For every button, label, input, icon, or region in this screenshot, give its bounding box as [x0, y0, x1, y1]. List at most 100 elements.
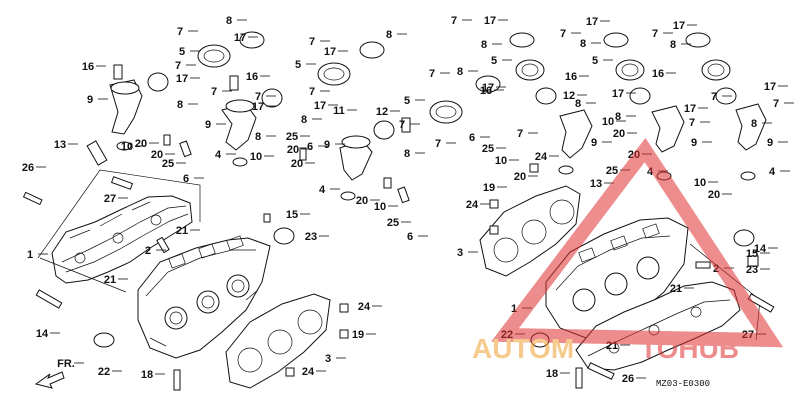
- diagram-code: MZ03-E0300: [656, 379, 710, 389]
- part-label: 1: [27, 249, 33, 261]
- part-label: 9: [691, 137, 697, 149]
- part-label: 5: [179, 46, 185, 58]
- front-direction-arrow: [34, 371, 65, 389]
- watermark-text-a: AUTOM: [472, 333, 574, 364]
- part-label: 8: [615, 111, 621, 123]
- part-label: 10: [374, 201, 386, 213]
- part-label: 17: [482, 82, 494, 94]
- part-label: 17: [234, 32, 246, 44]
- part-label: 8: [457, 66, 463, 78]
- part-label: 17: [764, 81, 776, 93]
- part-label: 24: [466, 199, 479, 211]
- part-label: 10: [250, 151, 262, 163]
- part-label: 22: [98, 366, 110, 378]
- part-label: 20: [291, 158, 303, 170]
- part-label: 8: [670, 39, 676, 51]
- part-label: 13: [54, 139, 66, 151]
- part-label: 25: [286, 131, 298, 143]
- head-cover-right: [575, 281, 741, 371]
- part-label: 27: [104, 193, 116, 205]
- part-label: 16: [480, 85, 492, 97]
- part-label: 16: [82, 61, 94, 73]
- part-label: 7: [652, 28, 658, 40]
- part-label: 7: [773, 98, 779, 110]
- cylinder-head-right: [545, 217, 689, 339]
- part-label: 7: [435, 138, 441, 150]
- part-label: 20: [613, 128, 625, 140]
- part-label: 19: [352, 329, 364, 341]
- part-label: 7: [399, 119, 405, 131]
- small-parts-right: [429, 32, 775, 389]
- part-label: 8: [301, 114, 307, 126]
- part-label: 20: [708, 189, 720, 201]
- part-label: 21: [104, 274, 116, 286]
- leader-lines: [36, 19, 794, 379]
- part-label: 21: [670, 283, 682, 295]
- part-label: 7: [451, 15, 457, 27]
- part-label: 19: [483, 182, 495, 194]
- part-label: 21: [176, 225, 188, 237]
- part-label: 9: [767, 137, 773, 149]
- part-label: 20: [135, 138, 147, 150]
- left-head-assembly: [22, 31, 411, 391]
- part-label: 25: [162, 158, 174, 170]
- part-label: 2: [145, 245, 151, 257]
- part-label: 23: [746, 264, 758, 276]
- part-label: 8: [580, 38, 586, 50]
- part-label: 17: [314, 100, 326, 112]
- part-label: 12: [376, 106, 388, 118]
- part-label: 10: [495, 155, 507, 167]
- part-label: 24: [535, 151, 548, 163]
- part-label: 7: [255, 91, 261, 103]
- part-label: 20: [514, 171, 526, 183]
- part-label: 4: [319, 184, 326, 196]
- part-label: 7: [689, 117, 695, 129]
- part-label: 8: [177, 99, 183, 111]
- part-label: 17: [684, 103, 696, 115]
- part-label: 6: [307, 141, 313, 153]
- part-label: 4: [769, 166, 776, 178]
- part-label: 7: [211, 86, 217, 98]
- part-label: 14: [754, 243, 767, 255]
- part-label: 24: [358, 301, 371, 313]
- part-label: 3: [457, 247, 463, 259]
- head-cover-left: [51, 195, 193, 284]
- part-label: 8: [575, 98, 581, 110]
- part-label: 25: [387, 217, 399, 229]
- part-label: 4: [647, 166, 654, 178]
- watermark: AUTOM TOHUB: [472, 137, 784, 364]
- part-label: 4: [215, 149, 222, 161]
- part-label: FR.: [57, 358, 75, 370]
- part-label: 5: [491, 55, 497, 67]
- part-label: 7: [175, 60, 181, 72]
- part-label: 26: [22, 162, 34, 174]
- part-label: 7: [309, 36, 315, 48]
- cylinder-head-left: [137, 235, 271, 359]
- part-label: 9: [205, 119, 211, 131]
- part-label: 25: [606, 165, 618, 177]
- part-label: 7: [560, 28, 566, 40]
- part-label: 17: [673, 20, 685, 32]
- part-label: 15: [746, 248, 758, 260]
- part-label: 16: [565, 71, 577, 83]
- part-label: 20: [356, 195, 368, 207]
- part-label: 16: [652, 68, 664, 80]
- part-label: 11: [333, 105, 345, 117]
- head-gasket-left: [225, 293, 331, 389]
- part-label: 9: [87, 94, 93, 106]
- part-label: 9: [324, 139, 330, 151]
- part-label: 5: [295, 59, 301, 71]
- part-label: 18: [546, 368, 558, 380]
- part-label: 17: [324, 46, 336, 58]
- part-label: 23: [305, 231, 317, 243]
- watermark-triangle: [491, 137, 784, 348]
- part-label: 20: [151, 149, 163, 161]
- part-label: 14: [36, 328, 49, 340]
- part-label: 7: [177, 26, 183, 38]
- watermark-text-b: TOHUB: [640, 333, 739, 364]
- head-gasket-right: [479, 185, 581, 277]
- part-label: 7: [517, 128, 523, 140]
- right-head-assembly: [429, 32, 775, 389]
- part-label: 9: [591, 137, 597, 149]
